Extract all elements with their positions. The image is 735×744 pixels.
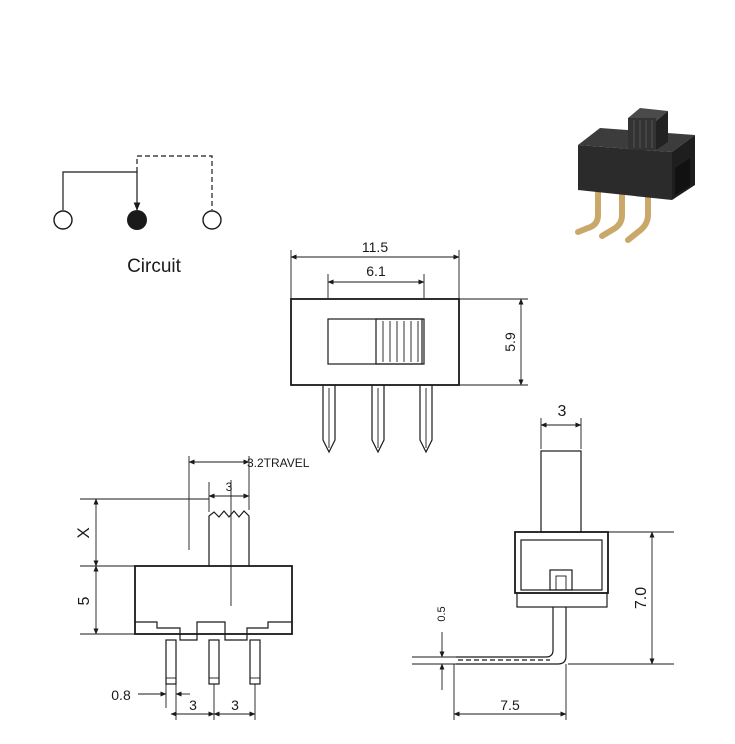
circuit-terminal-right <box>202 210 222 230</box>
side-actuator-width-label: 3 <box>558 403 567 420</box>
front-view-body <box>134 565 293 635</box>
pin-width-label: 0.8 <box>111 687 131 703</box>
top-slider-label: 6.1 <box>366 263 386 279</box>
side-depth-label: 7.5 <box>500 697 520 713</box>
front-view-pins <box>165 639 261 685</box>
body-height-label: 5 <box>76 596 93 605</box>
circuit-terminal-left <box>53 210 73 230</box>
top-view-pins <box>322 385 433 454</box>
side-view-actuator <box>540 450 582 533</box>
circuit-terminal-common <box>127 210 147 230</box>
actuator-width-label: 3 <box>226 480 233 494</box>
travel-label: 3.2TRAVEL <box>247 456 310 470</box>
side-height-label: 7.0 <box>633 587 650 609</box>
top-width-label: 11.5 <box>362 239 388 255</box>
pitch-left-label: 3 <box>189 697 197 713</box>
top-view: 11.5 6.1 5.9 <box>290 239 528 454</box>
top-view-actuator <box>375 318 423 365</box>
switch-photo <box>575 108 695 243</box>
circuit-diagram: Circuit <box>53 155 222 277</box>
top-height-label: 5.9 <box>502 332 518 352</box>
front-view: 3.2TRAVEL 3 X 5 0.8 3 3 <box>74 456 310 720</box>
front-view-actuator <box>208 510 250 566</box>
top-view-body <box>290 298 460 386</box>
side-view: 3 7.0 0.5 7.5 <box>412 403 674 720</box>
side-thickness-label: 0.5 <box>436 606 448 621</box>
x-label: X <box>74 527 93 538</box>
side-view-body <box>514 531 609 594</box>
circuit-label: Circuit <box>127 256 182 277</box>
pitch-right-label: 3 <box>231 697 239 713</box>
